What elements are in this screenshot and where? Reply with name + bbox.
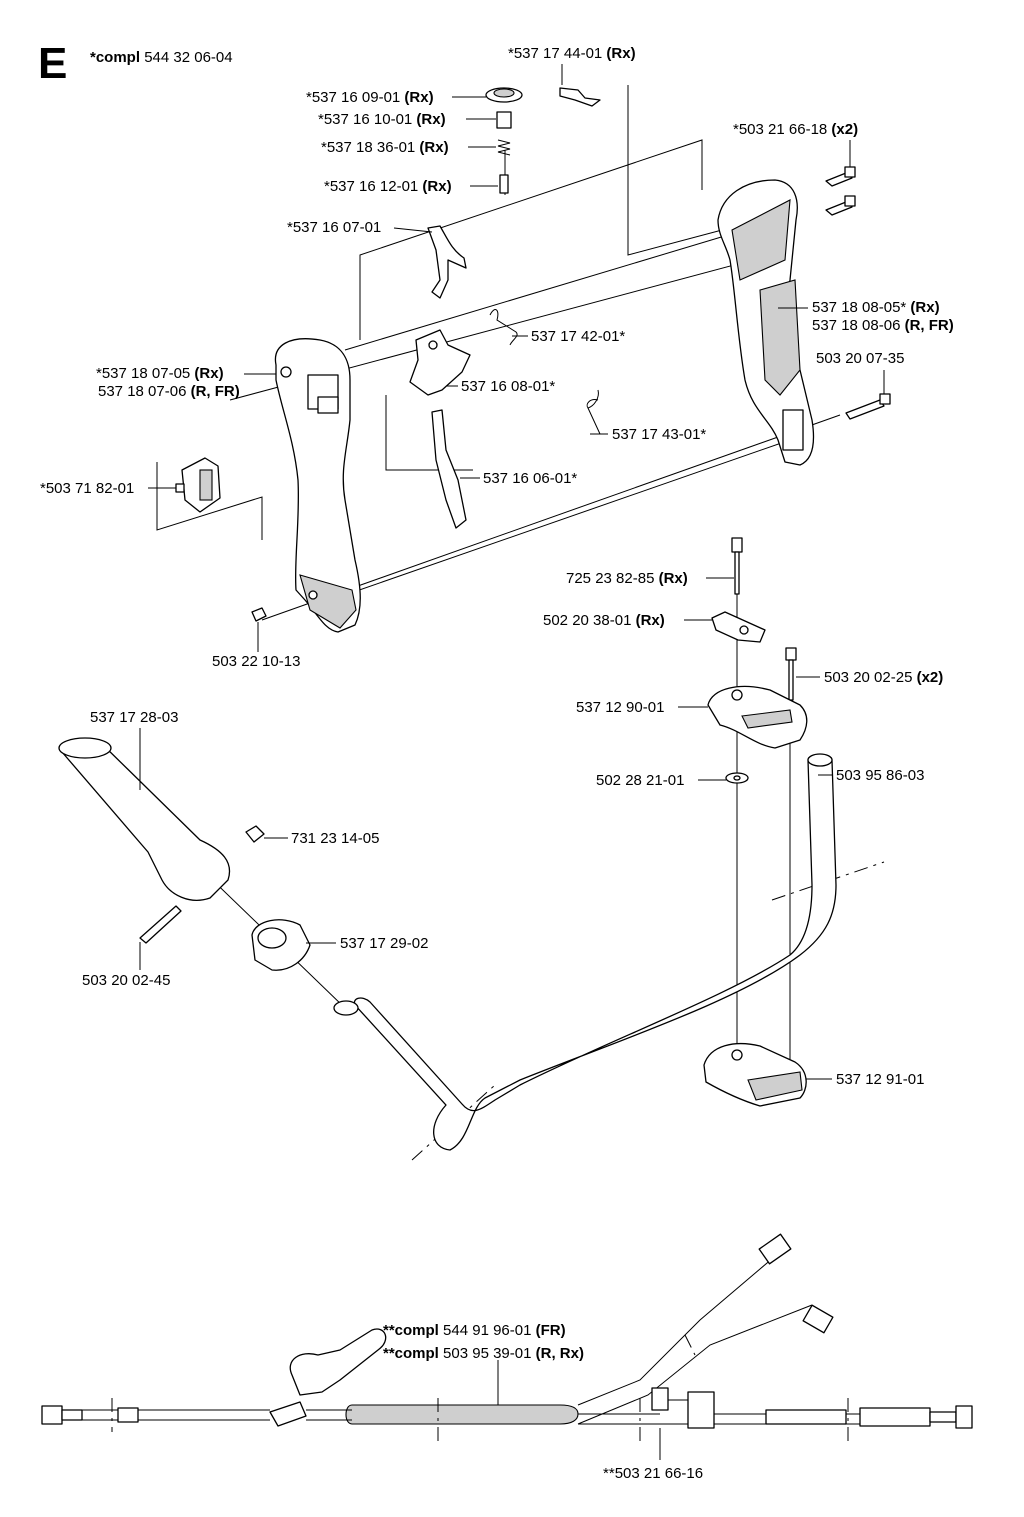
grip-537-17-28 bbox=[58, 737, 231, 901]
spring-537-18-36 bbox=[497, 139, 511, 156]
label-503-20-02-45: 503 20 02-45 bbox=[82, 972, 170, 989]
label-537-16-07-01: *537 16 07-01 bbox=[287, 219, 381, 236]
washer-502-28-21 bbox=[725, 772, 749, 784]
nut-731-23-14 bbox=[245, 825, 265, 843]
label-537-18-07-06: 537 18 07-06 (R, FR) bbox=[98, 383, 240, 400]
label-537-18-08-05: 537 18 08-05* (Rx) bbox=[812, 299, 940, 316]
switch-503-71-82 bbox=[175, 457, 221, 513]
label-compl-544-91-96-01: **compl 544 91 96-01 (FR) bbox=[383, 1322, 566, 1339]
label-537-17-43-01: 537 17 43-01* bbox=[612, 426, 706, 443]
handle-bar-503-95-86 bbox=[333, 753, 837, 1151]
label-537-18-07-05: *537 18 07-05 (Rx) bbox=[96, 365, 224, 382]
label-502-28-21-01: 502 28 21-01 bbox=[596, 772, 684, 789]
left-handle-half bbox=[274, 338, 361, 633]
label-503-21-66-16: **503 21 66-16 bbox=[603, 1465, 703, 1482]
trigger-lock-537-16-07 bbox=[427, 225, 467, 299]
label-537-17-42-01: 537 17 42-01* bbox=[531, 328, 625, 345]
assembly-number: 544 32 06-04 bbox=[144, 49, 232, 66]
label-537-16-12-01: *537 16 12-01 (Rx) bbox=[324, 178, 452, 195]
pin-537-17-43 bbox=[586, 389, 599, 409]
label-503-20-07-35: 503 20 07-35 bbox=[816, 350, 904, 367]
spring-537-17-42 bbox=[489, 309, 518, 346]
assembly-prefix: *compl bbox=[90, 49, 140, 66]
label-537-17-28-03: 537 17 28-03 bbox=[90, 709, 178, 726]
label-537-18-08-06: 537 18 08-06 (R, FR) bbox=[812, 317, 954, 334]
label-537-12-91-01: 537 12 91-01 bbox=[836, 1071, 924, 1088]
label-725-23-82-85: 725 23 82-85 (Rx) bbox=[566, 570, 688, 587]
screw-725-23-82-85 bbox=[731, 537, 743, 595]
cable-assembly bbox=[41, 1233, 973, 1460]
wing-nut-502-20-38 bbox=[711, 611, 766, 643]
trigger-537-16-06 bbox=[431, 409, 467, 529]
label-537-17-44-01: *537 17 44-01 (Rx) bbox=[508, 45, 636, 62]
pin-537-16-12 bbox=[499, 174, 509, 194]
section-letter: E bbox=[38, 39, 67, 88]
label-731-23-14-05: 731 23 14-05 bbox=[291, 830, 379, 847]
nut-537-16-09 bbox=[485, 87, 523, 103]
label-503-71-82-01: *503 71 82-01 bbox=[40, 480, 134, 497]
label-537-16-10-01: *537 16 10-01 (Rx) bbox=[318, 111, 446, 128]
screw-503-20-02-25 bbox=[785, 647, 797, 701]
screw-503-20-02-45 bbox=[139, 905, 182, 944]
bracket-bottom-537-12-91 bbox=[703, 1043, 807, 1107]
throttle-trigger-537-16-08 bbox=[409, 329, 471, 396]
assembly-title: *compl 544 32 06-04 bbox=[90, 49, 233, 66]
label-537-12-90-01: 537 12 90-01 bbox=[576, 699, 664, 716]
label-compl-503-95-39-01: **compl 503 95 39-01 (R, Rx) bbox=[383, 1345, 584, 1362]
label-503-21-66-18: *503 21 66-18 (x2) bbox=[733, 121, 858, 138]
right-handle-half bbox=[717, 179, 815, 466]
label-503-20-02-25: 503 20 02-25 (x2) bbox=[824, 669, 943, 686]
clamp-537-17-29 bbox=[251, 919, 311, 971]
label-537-18-36-01: *537 18 36-01 (Rx) bbox=[321, 139, 449, 156]
label-503-95-86-03: 503 95 86-03 bbox=[836, 767, 924, 784]
bracket-top-537-12-90 bbox=[707, 685, 808, 749]
label-503-22-10-13: 503 22 10-13 bbox=[212, 653, 300, 670]
label-537-17-29-02: 537 17 29-02 bbox=[340, 935, 428, 952]
label-502-20-38-01: 502 20 38-01 (Rx) bbox=[543, 612, 665, 629]
screw-503-20-07-35 bbox=[845, 393, 891, 420]
label-537-16-06-01: 537 16 06-01* bbox=[483, 470, 577, 487]
screws-503-21-66-18 bbox=[825, 166, 856, 216]
nut-503-22-10-13 bbox=[251, 607, 267, 622]
label-537-16-09-01: *537 16 09-01 (Rx) bbox=[306, 89, 434, 106]
clip-537-17-44 bbox=[559, 87, 601, 107]
bushing-537-16-10 bbox=[496, 111, 512, 129]
label-537-16-08-01: 537 16 08-01* bbox=[461, 378, 555, 395]
